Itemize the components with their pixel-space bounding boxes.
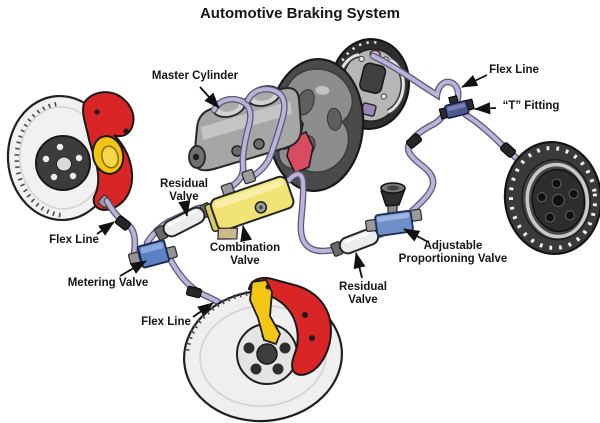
residual-valve-right-part <box>330 221 388 257</box>
label-residual-valve-left: Residual Valve <box>160 178 208 203</box>
label-t-fitting: “T” Fitting <box>502 100 560 112</box>
line-band-fittings <box>114 133 516 299</box>
label-master-cylinder: Master Cylinder <box>151 70 239 82</box>
label-flex-line-top: Flex Line <box>489 64 539 76</box>
t-fitting-part <box>438 95 475 120</box>
label-adjustable-proportioning-valve: Adjustable Proportioning Valve <box>398 240 508 265</box>
leader-arrows <box>96 74 497 318</box>
label-flex-line-bottom: Flex Line <box>141 316 191 328</box>
front-bottom-disc-brake <box>182 276 344 423</box>
combination-valve-part <box>204 168 295 240</box>
front-left-disc-brake <box>6 91 135 222</box>
brake-caliper <box>247 276 332 376</box>
residual-valve-left-part <box>153 202 214 242</box>
adjustable-proportioning-valve-part <box>364 182 423 237</box>
label-flex-line-left: Flex Line <box>49 234 99 246</box>
diagram-title: Automotive Braking System <box>199 5 401 22</box>
label-residual-valve-right: Residual Valve <box>339 281 387 306</box>
label-combination-valve: Combination Valve <box>209 242 281 267</box>
rear-wheel-drum <box>503 140 600 256</box>
label-metering-valve: Metering Valve <box>67 277 149 289</box>
brake-line-prop-valve-to-tee <box>408 114 444 211</box>
